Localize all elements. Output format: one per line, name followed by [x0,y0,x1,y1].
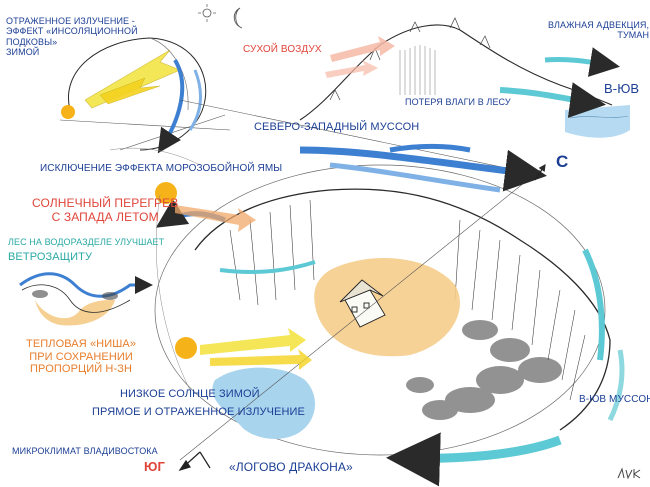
summer-sun-ray [175,205,256,232]
low-sun-line-2: ПРЯМОЕ И ОТРАЖЕННОЕ ИЗЛУЧЕНИЕ [92,405,305,418]
mountain-profile-sketch [299,17,630,138]
dry-air-arrow [325,60,378,78]
moon-icon [233,7,243,29]
forest-watershed-line-1: ЛЕС НА ВОДОРАЗДЕЛЕ УЛУЧШАЕТ [8,237,165,247]
reflected-line-4: ЗИМОЙ [6,47,40,58]
ese-monsoon-arrow [582,248,605,361]
thermal-niche-line-3: ПРОПОРЦИЙ Н-ЗН [30,363,133,376]
low-sun-line-1: НИЗКОЕ СОЛНЦЕ ЗИМОЙ [120,388,260,400]
signature-mark [617,467,641,480]
dry-air-label: СУХОЙ ВОЗДУХ [243,44,322,55]
south-label: ЮГ [144,459,165,474]
sunny-meadow [314,258,460,357]
wet-advection-line-2: ТУМАН [617,30,650,41]
wet-advection-label: ВЛАЖНАЯ АДВЕКЦИЯ, ТУМАН [548,20,649,41]
thermal-niche-line-1: ТЕПЛОВАЯ «НИША» [26,338,137,350]
wind-arrow [219,260,316,274]
reflected-line-1: ОТРАЖЕННОЕ ИЗЛУЧЕНИЕ - [6,16,135,26]
solar-overheat-line-2: С ЗАПАДА ЛЕТОМ [51,209,159,224]
sun-icon [198,4,216,22]
frost-pit-label: ИСКЛЮЧЕНИЕ ЭФФЕКТА МОРОЗОБОЙНОЙ ЯМЫ [40,163,283,174]
dry-air-arrow [330,36,395,62]
ese-monsoon-arrow [607,349,625,422]
sun-icon [155,182,177,204]
reflected-line-2: ЭФФЕКТ «ИНСОЛЯЦИОННОЙ [6,26,138,37]
forest-watershed-line-2: ВЕТРОЗАЩИТУ [8,251,93,264]
solar-overheat-label: СОЛНЕЧНЫЙ ПЕРЕГРЕВ С ЗАПАДА ЛЕТОМ [32,196,179,225]
reflected-radiation-label: ОТРАЖЕННОЕ ИЗЛУЧЕНИЕ - ЭФФЕКТ «ИНСОЛЯЦИО… [6,16,138,57]
winter-sun-ray [210,349,312,370]
author-signature [616,466,642,485]
house-icon [339,279,386,328]
moisture-loss-label: ПОТЕРЯ ВЛАГИ В ЛЕСУ [405,97,511,107]
thermal-niche-label: ТЕПЛОВАЯ «НИША» ПРИ СОХРАНЕНИИ ПРОПОРЦИЙ… [26,338,136,376]
sun-icon [61,105,75,119]
pond [212,367,316,439]
microclimate-label: МИКРОКЛИМАТ ВЛАДИВОСТОКА [12,446,158,456]
reflected-line-3: ПОДКОВЫ» [6,36,58,47]
sun-icon [175,337,197,359]
compass-icon [178,164,546,472]
dragon-lair-title: «ЛОГОВО ДРАКОНА» [229,460,353,474]
wet-advection-line-1: ВЛАЖНАЯ АДВЕКЦИЯ, [548,20,650,30]
cold-air-arrow [188,69,202,131]
nw-monsoon-arrow [329,162,501,193]
sun-ray-arrow [84,49,181,109]
ese-direction-label: В-ЮВ [604,81,640,96]
low-sun-label: НИЗКОЕ СОЛНЦЕ ЗИМОЙ ПРЯМОЕ И ОТРАЖЕННОЕ … [92,388,305,418]
cold-air-arrow [157,58,185,154]
nw-monsoon-arrow [299,146,547,192]
ese-monsoon-arrow [386,432,562,487]
nw-monsoon-arrow [389,143,471,153]
ese-monsoon-label: В-ЮВ МУССОН [579,394,650,405]
wet-advection-arrow [544,47,620,77]
sun-ray-arrow [99,77,161,105]
north-label: С [556,152,569,171]
thermal-niche-inset [19,272,153,326]
nw-monsoon-label: СЕВЕРО-ЗАПАДНЫЙ МУССОН [254,121,420,133]
wet-advection-arrow [499,82,606,118]
thermal-niche-line-2: ПРИ СОХРАНЕНИИ [29,350,133,363]
forest-watershed-label: ЛЕС НА ВОДОРАЗДЕЛЕ УЛУЧШАЕТ ВЕТРОЗАЩИТУ [8,237,164,264]
solar-overheat-line-1: СОЛНЕЧНЫЙ ПЕРЕГРЕВ [32,196,179,210]
winter-reflection-inset [59,37,231,154]
dragon-lair-landscape [154,99,611,461]
winter-sun-ray [200,328,306,355]
